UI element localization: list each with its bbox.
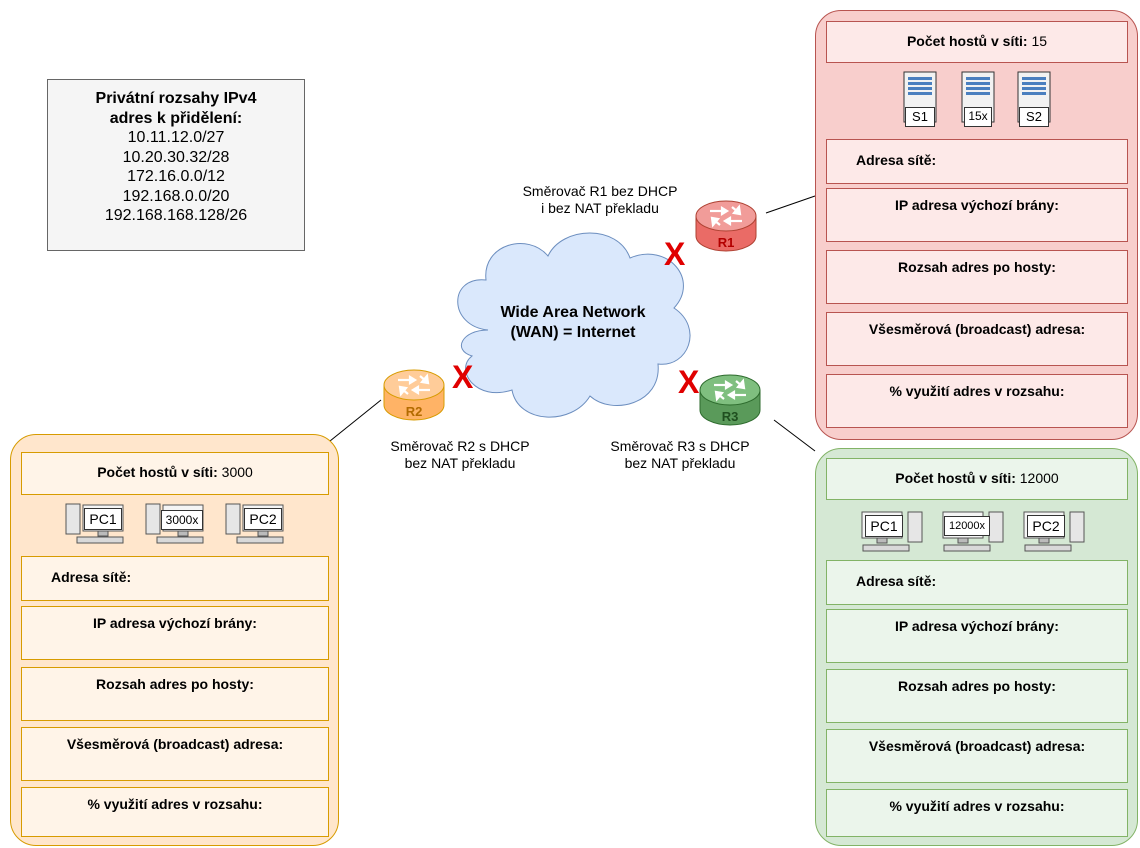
wan-cloud [457, 232, 691, 418]
pc-label: PC2 [1027, 515, 1065, 537]
utilization-label: % využití adres v rozsahu: [87, 796, 263, 812]
hosts-count-field[interactable]: Počet hostů v síti: 12000 [826, 458, 1128, 500]
network-address-label: Adresa sítě: [856, 152, 937, 168]
lan-r2-panel: Počet hostů v síti: 3000 PC1 3000x PC2 A… [10, 434, 339, 846]
x-mark-r1: X [664, 236, 686, 272]
r1-note: Směrovač R1 bez DHCP i bez NAT překladu [495, 183, 705, 217]
host-range-field[interactable]: Rozsah adres po hosty: [826, 669, 1128, 723]
utilization-field[interactable]: % využití adres v rozsahu: [826, 374, 1128, 428]
network-address-label: Adresa sítě: [51, 569, 132, 585]
server-label: S2 [1019, 107, 1049, 127]
pc-label: PC1 [84, 508, 122, 530]
host-range-label: Rozsah adres po hosty: [898, 678, 1056, 694]
wan-label: Wide Area Network (WAN) = Internet [448, 303, 698, 343]
info-title-line2: adres k přidělení: [109, 109, 243, 127]
hosts-count-label: Počet hostů v síti: [906, 33, 1028, 49]
hosts-count-field[interactable]: Počet hostů v síti: 15 [826, 21, 1128, 63]
range-item: 192.168.0.0/20 [122, 187, 230, 205]
router-r1-label: R1 [717, 235, 735, 250]
gateway-label: IP adresa výchozí brány: [895, 618, 1059, 634]
pc-label: PC1 [865, 515, 903, 537]
r1-note-line2: i bez NAT překladu [541, 200, 659, 216]
r1-note-line1: Směrovač R1 bez DHCP [522, 183, 678, 199]
hosts-count-label: Počet hostů v síti: [97, 464, 218, 480]
wan-label-line1: Wide Area Network [500, 304, 646, 321]
network-address-label: Adresa sítě: [856, 573, 937, 589]
host-range-field[interactable]: Rozsah adres po hosty: [826, 250, 1128, 304]
utilization-field[interactable]: % využití adres v rozsahu: [826, 789, 1128, 837]
host-range-label: Rozsah adres po hosty: [96, 676, 254, 692]
r3-note-line1: Směrovač R3 s DHCP [610, 438, 750, 454]
hosts-count-value: 3000 [221, 464, 253, 480]
range-item: 10.20.30.32/28 [122, 148, 230, 166]
host-range-field[interactable]: Rozsah adres po hosty: [21, 667, 329, 721]
hosts-count-value: 12000 [1019, 470, 1059, 486]
gateway-field[interactable]: IP adresa výchozí brány: [826, 188, 1128, 242]
private-ranges-box: Privátní rozsahy IPv4 adres k přidělení:… [47, 79, 305, 251]
range-item: 192.168.168.128/26 [104, 207, 248, 224]
info-title-line1: Privátní rozsahy IPv4 [95, 90, 257, 107]
utilization-field[interactable]: % využití adres v rozsahu: [21, 787, 329, 837]
broadcast-field[interactable]: Všesměrová (broadcast) adresa: [826, 312, 1128, 366]
pc-label: PC2 [244, 508, 282, 530]
gateway-label: IP adresa výchozí brány: [93, 615, 257, 631]
broadcast-label: Všesměrová (broadcast) adresa: [66, 736, 284, 752]
router-r3-label: R3 [721, 409, 739, 424]
broadcast-label: Všesměrová (broadcast) adresa: [868, 738, 1086, 754]
pc-count-label: 3000x [161, 510, 203, 530]
router-r2-icon[interactable] [370, 365, 458, 425]
r2-note: Směrovač R2 s DHCP bez NAT překladu [355, 438, 565, 472]
hosts-count-label: Počet hostů v síti: [895, 470, 1016, 486]
gateway-field[interactable]: IP adresa výchozí brány: [21, 606, 329, 660]
r3-note: Směrovač R3 s DHCP bez NAT překladu [575, 438, 785, 472]
r2-note-line1: Směrovač R2 s DHCP [390, 438, 530, 454]
network-address-field[interactable]: Adresa sítě: [826, 139, 1128, 184]
lan-r1-panel: Počet hostů v síti: 15 S1 15x S2 Adresa … [815, 10, 1138, 440]
network-address-field[interactable]: Adresa sítě: [826, 560, 1128, 605]
utilization-label: % využití adres v rozsahu: [889, 798, 1065, 814]
x-mark-r2: X [452, 359, 474, 395]
utilization-label: % využití adres v rozsahu: [889, 383, 1065, 399]
wan-label-line2: (WAN) = Internet [510, 324, 636, 341]
router-r1-icon[interactable] [682, 196, 770, 256]
lan-r3-panel: Počet hostů v síti: 12000 PC1 12000x PC2… [815, 448, 1138, 846]
gateway-field[interactable]: IP adresa výchozí brány: [826, 609, 1128, 663]
x-mark-r3: X [678, 364, 700, 400]
server-count-label: 15x [964, 107, 992, 127]
broadcast-field[interactable]: Všesměrová (broadcast) adresa: [826, 729, 1128, 783]
hosts-count-field[interactable]: Počet hostů v síti: 3000 [21, 452, 329, 495]
server-label: S1 [905, 107, 935, 127]
host-range-label: Rozsah adres po hosty: [898, 259, 1056, 275]
gateway-label: IP adresa výchozí brány: [895, 197, 1059, 213]
r3-note-line2: bez NAT překladu [624, 455, 736, 471]
network-address-field[interactable]: Adresa sítě: [21, 556, 329, 601]
broadcast-label: Všesměrová (broadcast) adresa: [868, 321, 1086, 337]
range-item: 10.11.12.0/27 [127, 129, 225, 146]
router-r2-label: R2 [405, 404, 423, 419]
router-r3-icon[interactable] [686, 370, 774, 430]
pc-count-label: 12000x [944, 516, 990, 536]
range-item: 172.16.0.0/12 [127, 168, 225, 185]
broadcast-field[interactable]: Všesměrová (broadcast) adresa: [21, 727, 329, 781]
r2-note-line2: bez NAT překladu [404, 455, 516, 471]
hosts-count-value: 15 [1031, 33, 1048, 49]
